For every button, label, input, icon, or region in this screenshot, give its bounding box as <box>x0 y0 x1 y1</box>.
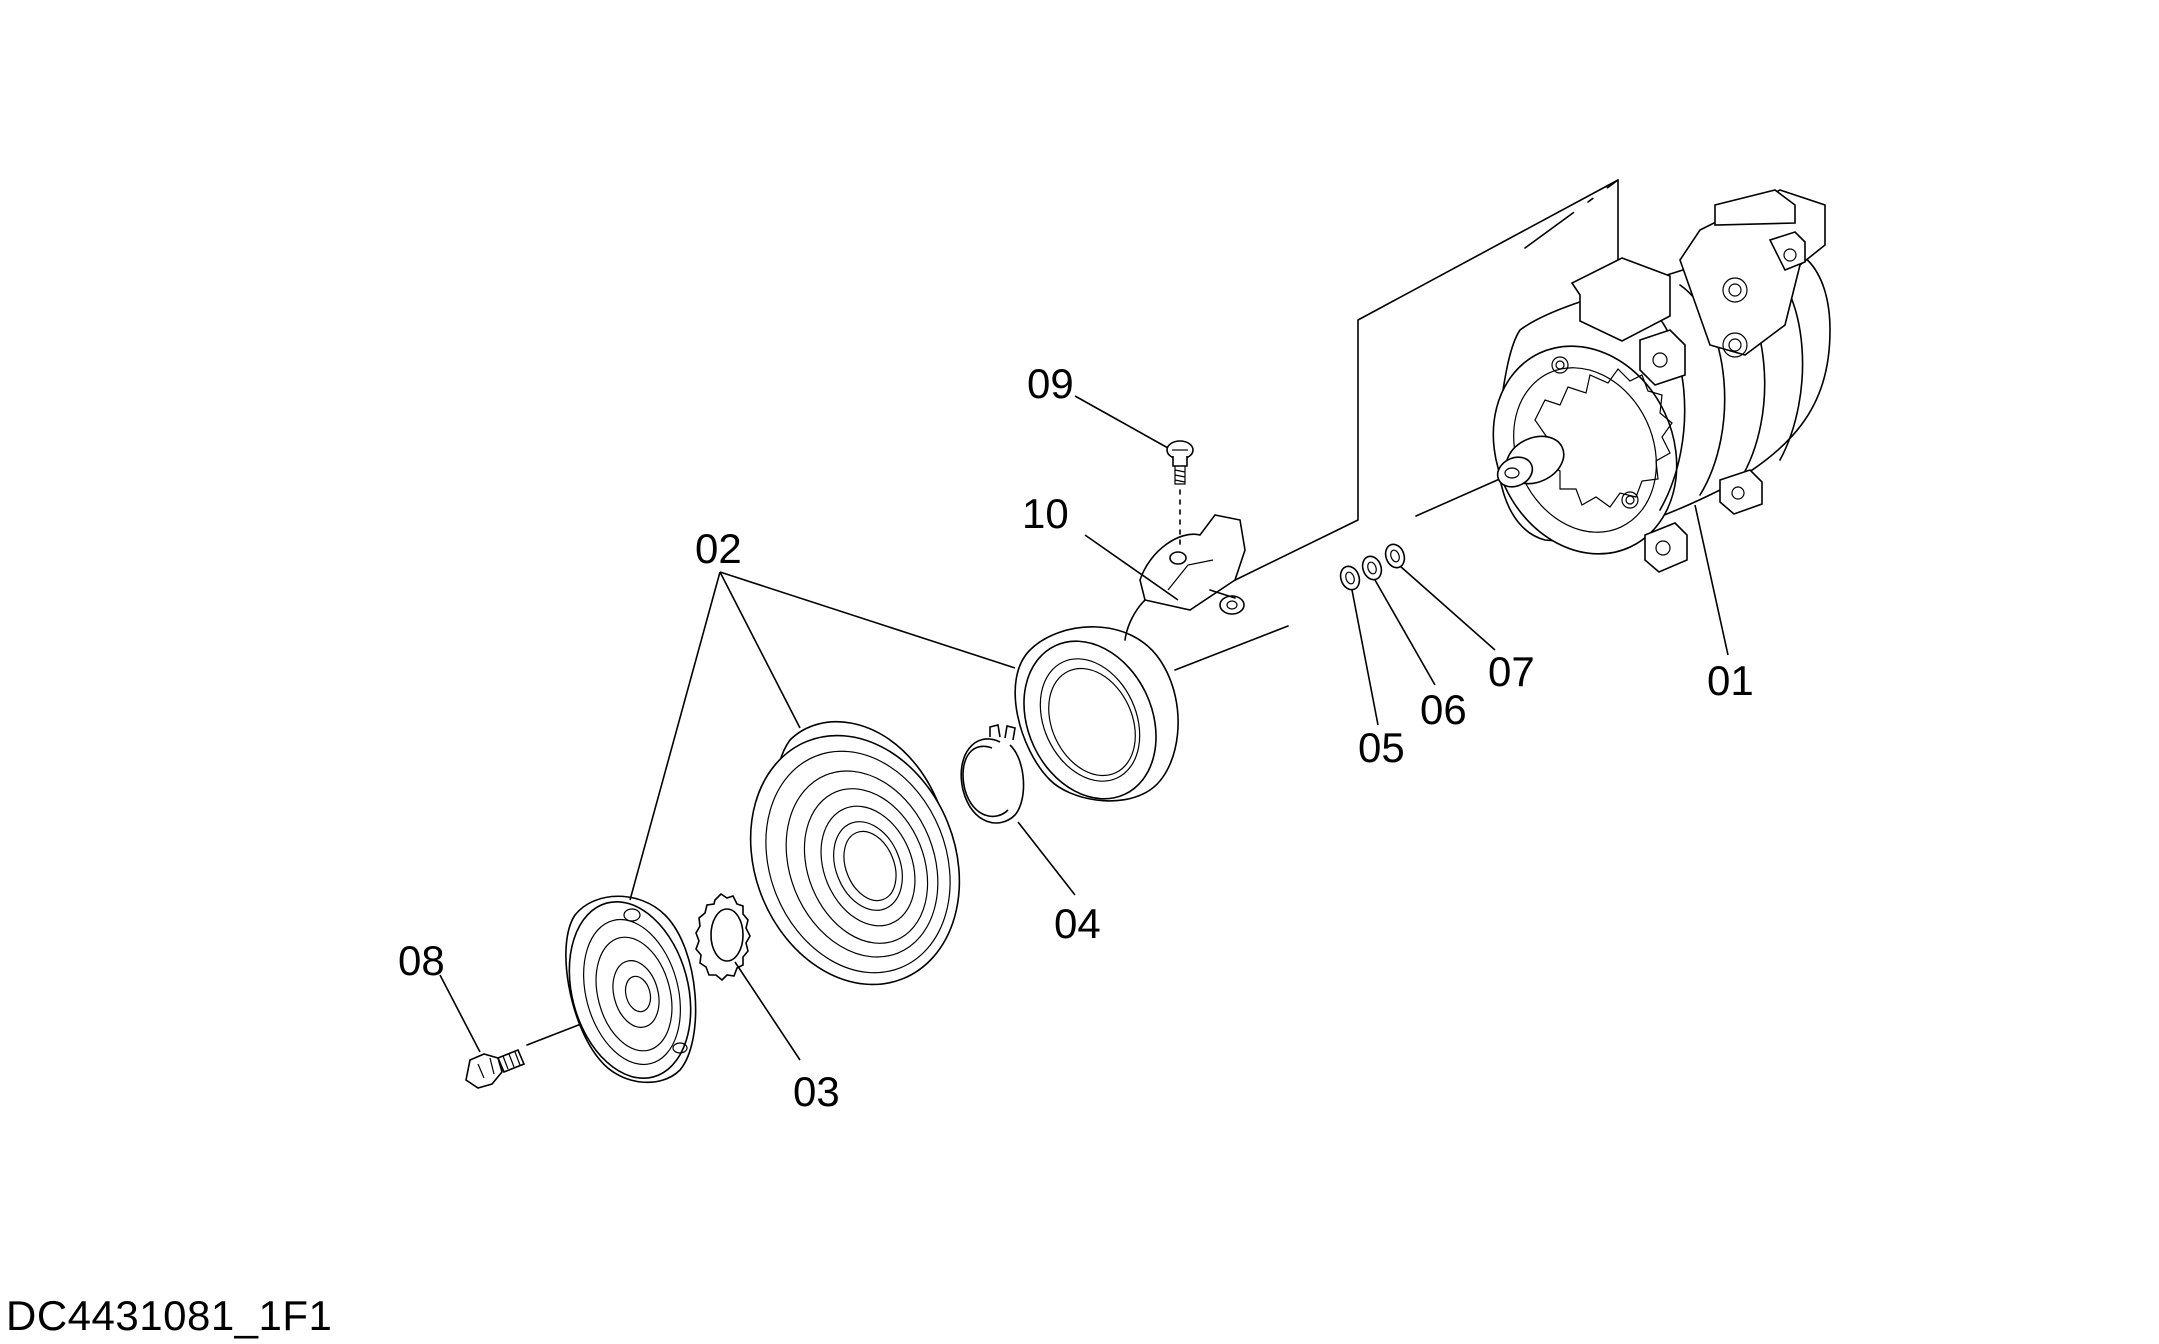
label-07: 07 <box>1488 648 1535 695</box>
label-01: 01 <box>1707 657 1754 704</box>
shim-gear-washer <box>695 892 751 982</box>
hex-bolt <box>465 1048 526 1089</box>
field-coil-ring <box>1014 626 1179 802</box>
pulley <box>749 721 961 986</box>
leader-lines <box>439 395 1729 1061</box>
label-06: 06 <box>1420 686 1467 733</box>
compressor-body <box>1492 189 1831 573</box>
drawing-code: DC4431081_1F1 <box>6 1292 333 1339</box>
small-screw <box>1166 440 1194 549</box>
clutch-hub-plate <box>565 895 697 1084</box>
part-labels: 01 02 03 04 05 06 07 08 09 10 <box>398 360 1754 1115</box>
label-09: 09 <box>1027 360 1074 407</box>
snap-ring <box>960 724 1025 824</box>
shim-washers <box>1339 543 1406 591</box>
label-05: 05 <box>1358 724 1405 771</box>
wire-bracket <box>1124 514 1246 641</box>
label-02: 02 <box>695 525 742 572</box>
label-08: 08 <box>398 937 445 984</box>
label-03: 03 <box>793 1068 840 1115</box>
label-10: 10 <box>1022 490 1069 537</box>
assembly-axis-lines <box>526 179 1619 1046</box>
label-04: 04 <box>1054 900 1101 947</box>
